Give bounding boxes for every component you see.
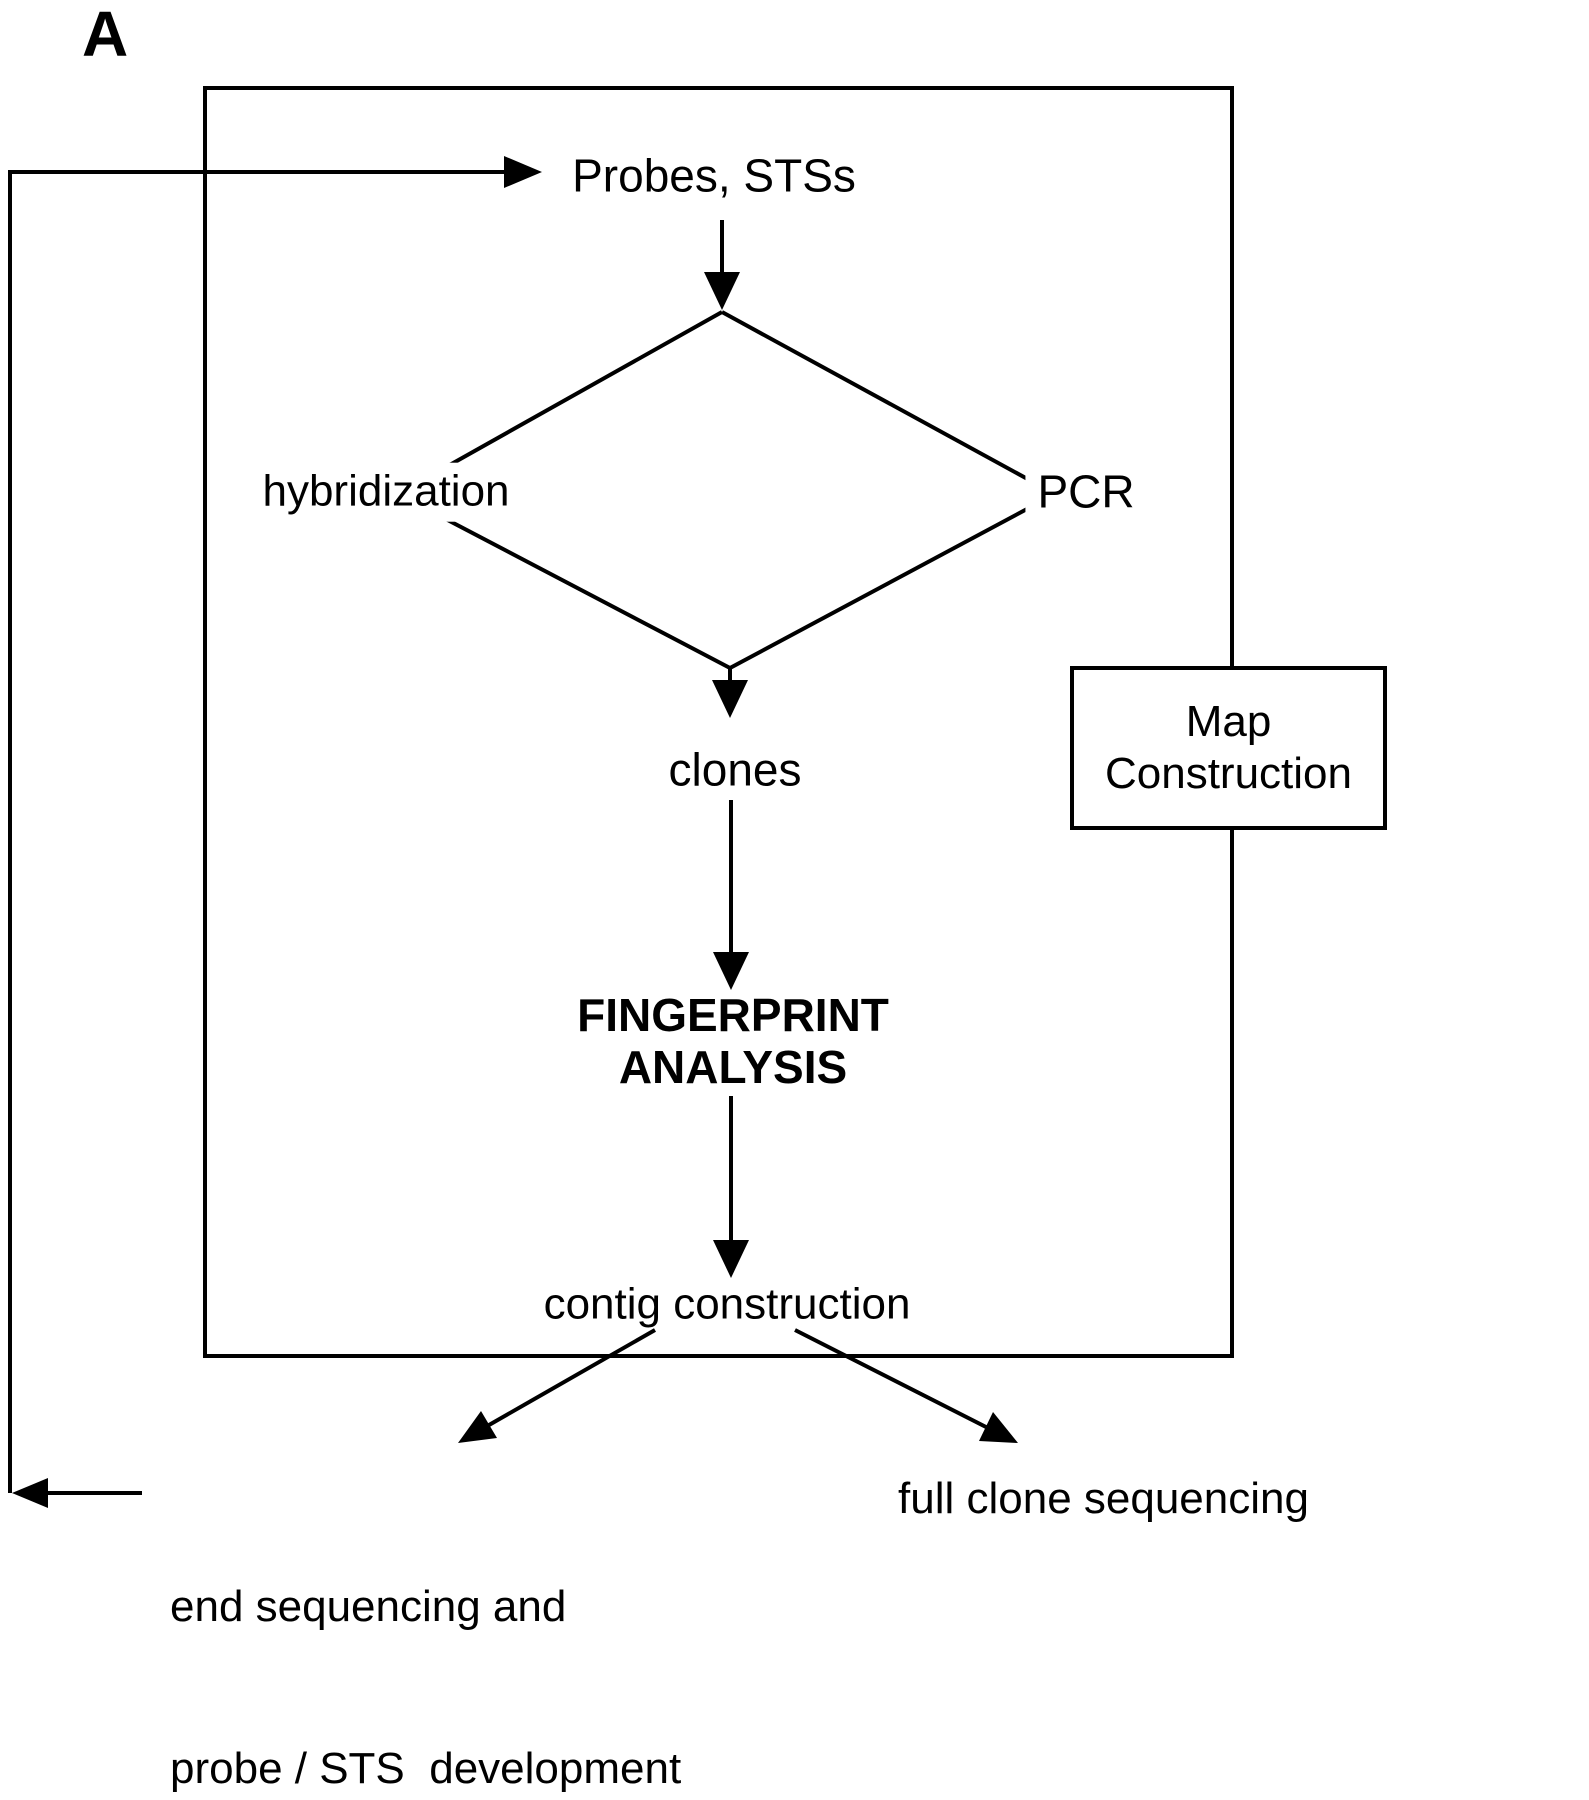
fingerprint-line-2: ANALYSIS	[618, 1041, 848, 1093]
node-fingerprint-analysis: FINGERPRINT ANALYSIS	[577, 989, 889, 1093]
node-full-clone-sequencing: full clone sequencing	[898, 1474, 1309, 1523]
node-pcr: PCR	[1025, 461, 1147, 523]
node-probes-stss: Probes, STSs	[572, 149, 856, 202]
feedback-loop-arrow	[8, 156, 542, 1508]
node-clones: clones	[668, 743, 802, 796]
map-construction-line-2: Construction	[1104, 749, 1352, 798]
node-contig-construction: contig construction	[543, 1279, 911, 1329]
arrow-probes-to-screening	[704, 220, 740, 310]
panel-label: A	[82, 0, 129, 70]
arrow-screening-to-clones	[712, 666, 748, 718]
arrow-contig-to-end-sequencing	[458, 1328, 656, 1443]
fingerprint-line-1: FINGERPRINT	[577, 989, 889, 1041]
node-end-sequencing: end sequencing and probe / STS developme…	[170, 1472, 681, 1800]
map-construction-label: Map Construction	[1072, 668, 1385, 828]
node-hybridization: hybridization	[250, 462, 522, 522]
end-sequencing-line-1: end sequencing and	[170, 1582, 567, 1631]
map-construction-box	[1070, 666, 1387, 830]
arrow-contig-to-full-clone	[794, 1328, 1018, 1443]
map-construction-line-1: Map	[1185, 697, 1272, 746]
arrow-clones-to-fingerprint	[713, 800, 749, 990]
arrow-fingerprint-to-contig	[713, 1096, 749, 1278]
end-sequencing-line-2: probe / STS development	[170, 1744, 682, 1793]
